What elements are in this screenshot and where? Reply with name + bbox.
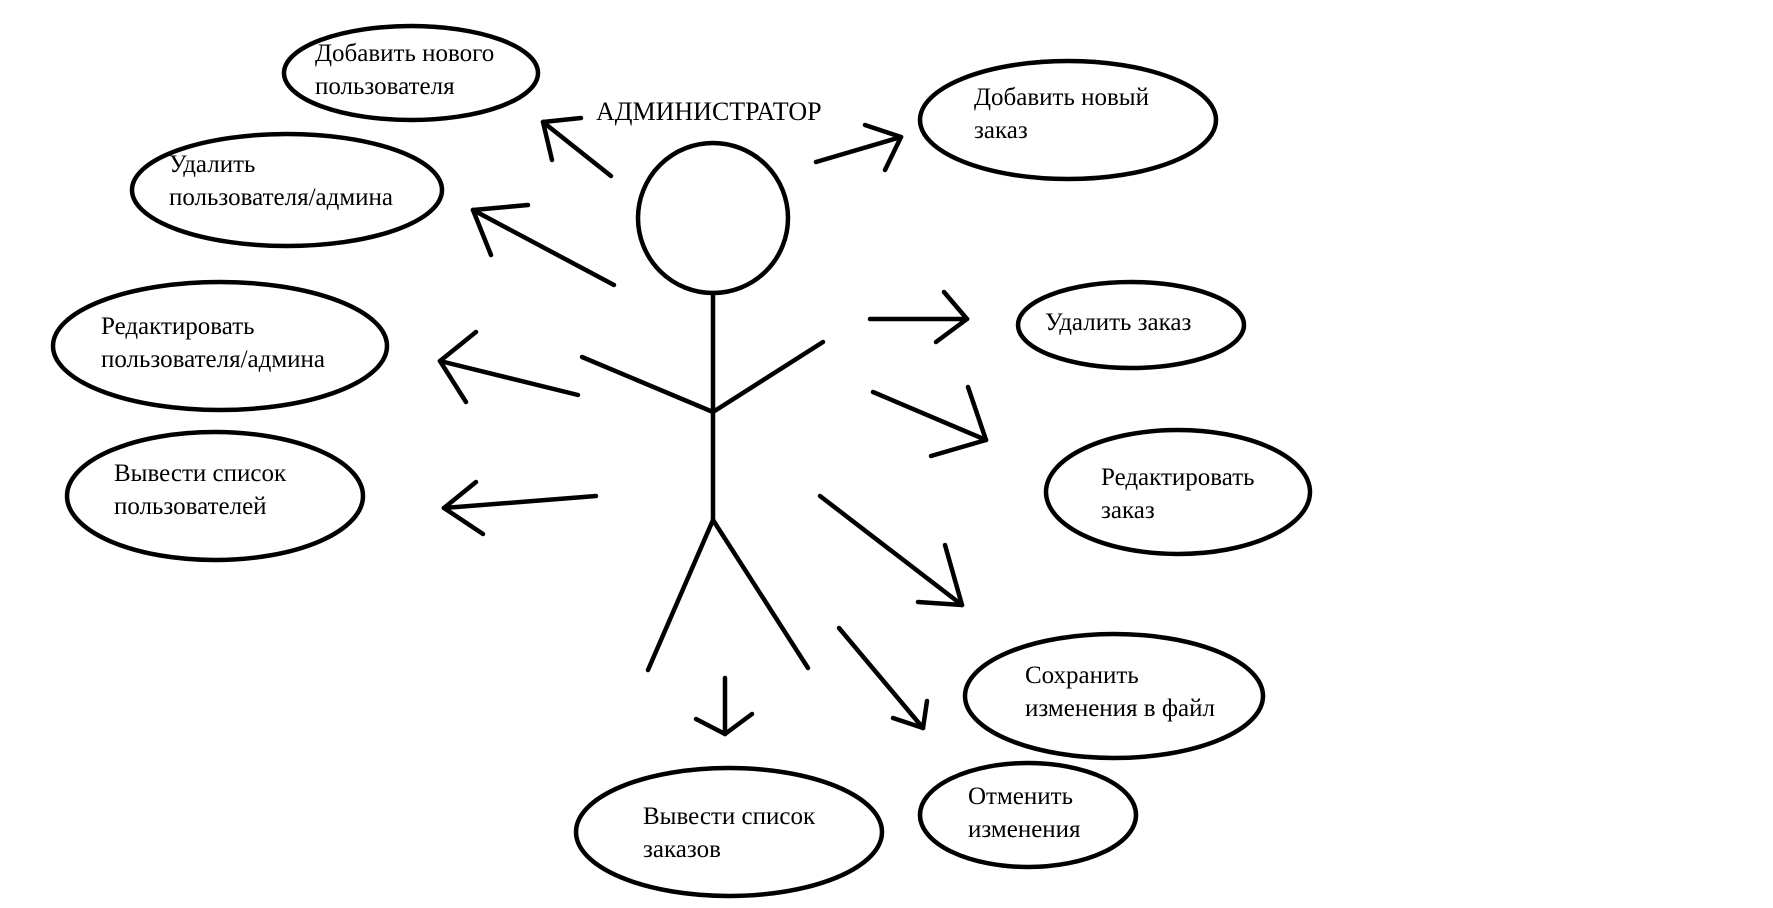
- arrow-to-edit-order: [870, 384, 989, 459]
- use-case-list-users: Вывести список пользователей: [114, 460, 287, 520]
- arrow-to-delete-user: [470, 202, 617, 288]
- use-case-cancel-changes: Отменить изменения: [968, 783, 1081, 843]
- use-case-save-changes: Сохранить изменения в файл: [1025, 662, 1216, 722]
- use-case-edit-user-ellipse: [50, 279, 390, 413]
- actor-left-leg: [645, 517, 716, 673]
- use-case-add-order: Добавить новый заказ: [974, 84, 1149, 144]
- actor-head: [635, 140, 791, 296]
- arrow-to-list-orders: [693, 675, 755, 737]
- use-case-add-user: Добавить нового пользователя: [315, 40, 495, 100]
- arrow-to-list-users: [441, 479, 599, 537]
- actor-right-arm: [710, 339, 826, 415]
- actor-name: АДМИНИСТРАТОР: [596, 97, 822, 126]
- arrow-to-save-changes: [817, 493, 965, 608]
- use-case-add-user-ellipse: [281, 23, 541, 123]
- use-case-delete-order-ellipse: [1015, 279, 1247, 371]
- arrow-to-add-user: [540, 115, 614, 179]
- arrow-to-edit-user: [437, 329, 581, 405]
- arrow-to-delete-order: [867, 289, 970, 345]
- use-case-delete-user: Удалить пользователя/админа: [169, 151, 394, 211]
- actor-right-leg: [710, 517, 811, 671]
- actor-figure: [579, 140, 826, 673]
- use-case-delete-user-ellipse: [129, 131, 445, 249]
- use-case-delete-order: Удалить заказ: [1045, 309, 1192, 336]
- use-case-edit-user: Редактировать пользователя/админа: [101, 313, 326, 373]
- arrow-to-cancel-changes: [836, 625, 930, 731]
- arrow-to-add-order: [813, 122, 904, 173]
- use-case-list-users-ellipse: [64, 429, 366, 563]
- use-case-save-changes-ellipse: [962, 631, 1266, 761]
- actor-left-arm: [579, 354, 716, 415]
- use-case-edit-order-ellipse: [1043, 427, 1313, 557]
- use-case-add-order-ellipse: [917, 58, 1219, 182]
- use-case-list-orders: Вывести список заказов: [643, 803, 816, 863]
- use-case-cancel-changes-ellipse: [917, 760, 1139, 870]
- use-case-edit-order: Редактировать заказ: [1101, 464, 1255, 524]
- use-case-list-orders-ellipse: [573, 765, 885, 899]
